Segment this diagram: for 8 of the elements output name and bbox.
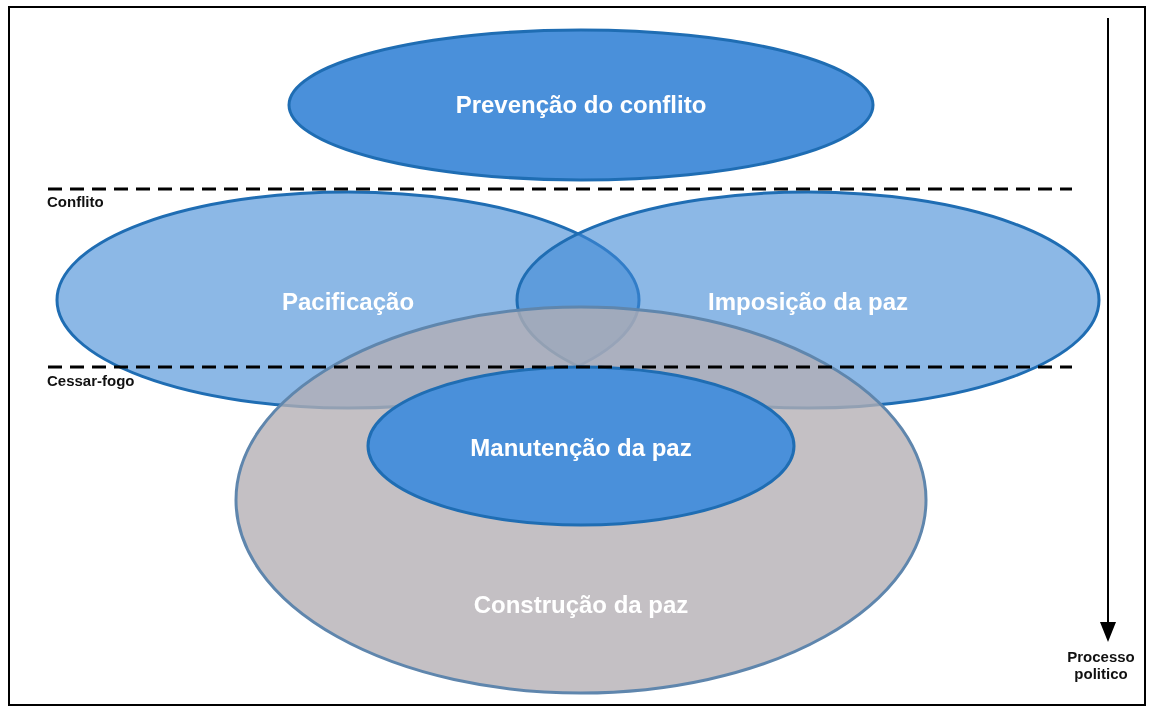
- stage-label: Conflito: [47, 193, 104, 211]
- ellipse-label: Manutenção da paz: [470, 434, 692, 462]
- ellipse-label: Pacificação: [281, 288, 415, 316]
- ellipse-label: Prevenção do conflito: [455, 91, 707, 119]
- stage-label: Processo politico: [1066, 648, 1136, 683]
- ellipse-label: Imposição da paz: [707, 288, 909, 316]
- ellipse-label: Construção da paz: [473, 591, 689, 619]
- stage-label: Cessar-fogo: [47, 372, 135, 390]
